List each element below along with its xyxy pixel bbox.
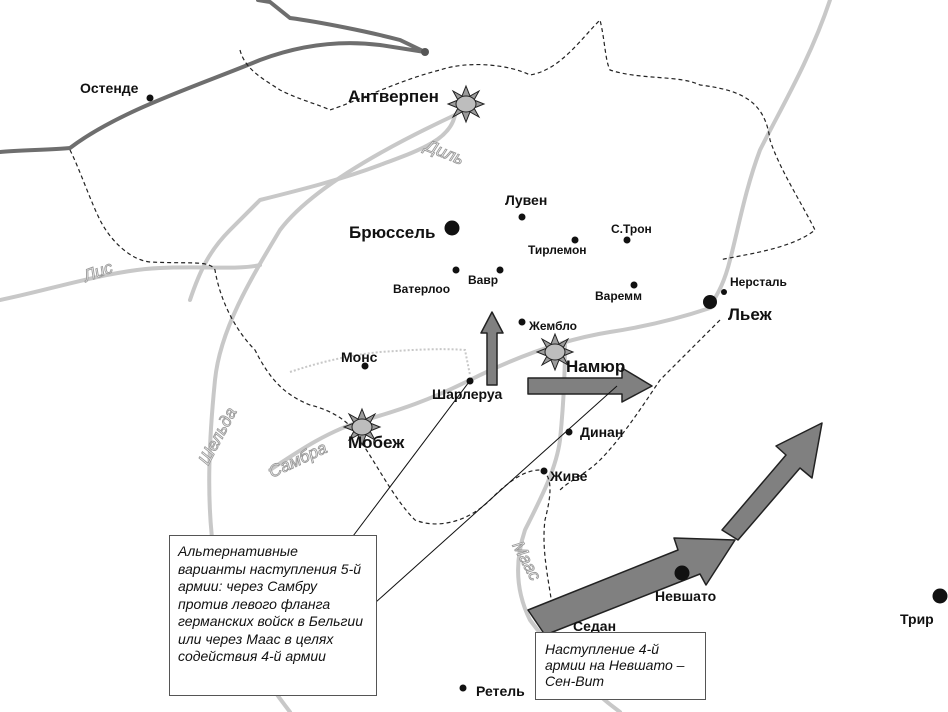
city-label-dinant: Динан bbox=[580, 424, 623, 440]
city-dot-waremme bbox=[630, 281, 638, 289]
border-netherlands bbox=[69, 149, 556, 641]
city-label-tirlemont: Тирлемон bbox=[528, 243, 587, 257]
city-dot-dinant bbox=[565, 428, 573, 436]
city-label-liege: Льеж bbox=[728, 305, 773, 324]
city-label-st-trond: С.Трон bbox=[611, 222, 652, 236]
city-label-trier: Трир bbox=[900, 611, 934, 627]
river-label-dyle: Диль bbox=[421, 135, 467, 168]
river-label-sambre: Самбра bbox=[266, 438, 330, 481]
river-label-scheldt: Шельда bbox=[195, 404, 241, 468]
leader-line-sambre bbox=[334, 377, 473, 561]
city-label-maubeuge: Мобеж bbox=[348, 433, 405, 452]
route-mons bbox=[289, 348, 471, 376]
city-label-ostende: Остенде bbox=[80, 80, 139, 96]
river-label-lys: Лис bbox=[80, 258, 116, 286]
city-label-waterloo: Ватерлоо bbox=[393, 282, 450, 296]
note-4th-army-advance: Наступление 4-й армии на Невшато – Сен-В… bbox=[535, 632, 706, 700]
city-dot-louvain bbox=[518, 213, 526, 221]
city-label-givet: Живе bbox=[549, 468, 588, 484]
city-dot-waterloo bbox=[452, 266, 460, 274]
border-north bbox=[239, 18, 816, 261]
city-label-gembloux: Жембло bbox=[528, 319, 577, 333]
city-label-charleroi: Шарлеруа bbox=[432, 386, 503, 402]
arrow-4th-army-2 bbox=[721, 422, 823, 541]
city-dot-st-trond bbox=[623, 236, 631, 244]
city-dot-brussels bbox=[444, 220, 460, 236]
city-dot-wavre bbox=[496, 266, 504, 274]
city-dot-rethel bbox=[459, 684, 467, 692]
city-label-neufchateau: Невшато bbox=[655, 588, 716, 604]
arrow-4th-army-1 bbox=[527, 537, 736, 636]
city-label-waremme: Варемм bbox=[595, 289, 642, 303]
city-dot-gembloux bbox=[518, 318, 526, 326]
city-dot-givet bbox=[540, 467, 548, 475]
arrow-east-namur bbox=[527, 367, 653, 403]
city-dot-liege bbox=[703, 295, 717, 309]
city-label-louvain: Лувен bbox=[505, 192, 547, 208]
city-label-rethel: Ретель bbox=[476, 683, 525, 699]
fortress-antwerp-icon bbox=[447, 85, 485, 123]
arrow-north-charleroi bbox=[480, 311, 504, 386]
city-dot-herstal bbox=[721, 289, 727, 295]
city-label-antwerpen: Антверпен bbox=[348, 87, 439, 106]
city-dot-charleroi bbox=[466, 377, 474, 385]
river-lys bbox=[0, 263, 262, 302]
city-label-sedan: Седан bbox=[573, 618, 616, 634]
city-label-herstal: Нерсталь bbox=[730, 275, 787, 289]
note-5th-army-alternatives: Альтернативные варианты наступления 5-й … bbox=[169, 535, 377, 696]
city-dot-trier bbox=[932, 588, 948, 604]
river-dyle bbox=[188, 113, 457, 302]
city-label-namur: Намюр bbox=[566, 357, 625, 376]
city-dot-tirlemont bbox=[571, 236, 579, 244]
border-east bbox=[559, 319, 721, 491]
river-label-meuse: Маас bbox=[508, 538, 545, 584]
city-label-brussels: Брюссель bbox=[349, 223, 436, 242]
city-label-mons: Монс bbox=[341, 349, 378, 365]
city-dot-neufchateau bbox=[674, 565, 690, 581]
leader-line-meuse bbox=[375, 385, 618, 603]
city-dot-mons bbox=[361, 362, 369, 370]
city-dot-ostende bbox=[146, 94, 154, 102]
city-label-wavre: Вавр bbox=[468, 273, 498, 287]
coastline bbox=[0, 0, 426, 154]
